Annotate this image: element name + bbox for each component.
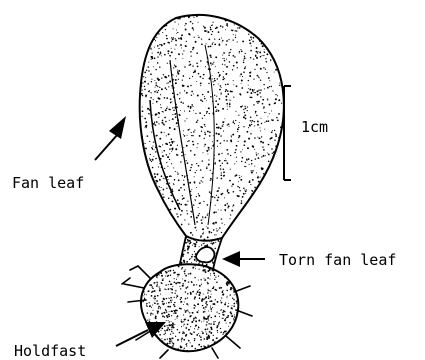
holdfast (122, 259, 252, 358)
fan-leaf (137, 9, 291, 245)
label-scale: 1cm (301, 120, 328, 135)
arrow-torn-fan-leaf (222, 251, 265, 267)
label-holdfast: Holdfast (14, 344, 86, 359)
arrow-fan-leaf (95, 116, 126, 160)
label-torn-fan-leaf: Torn fan leaf (279, 253, 396, 268)
label-fan-leaf: Fan leaf (12, 176, 84, 191)
scale-bar (284, 86, 291, 180)
